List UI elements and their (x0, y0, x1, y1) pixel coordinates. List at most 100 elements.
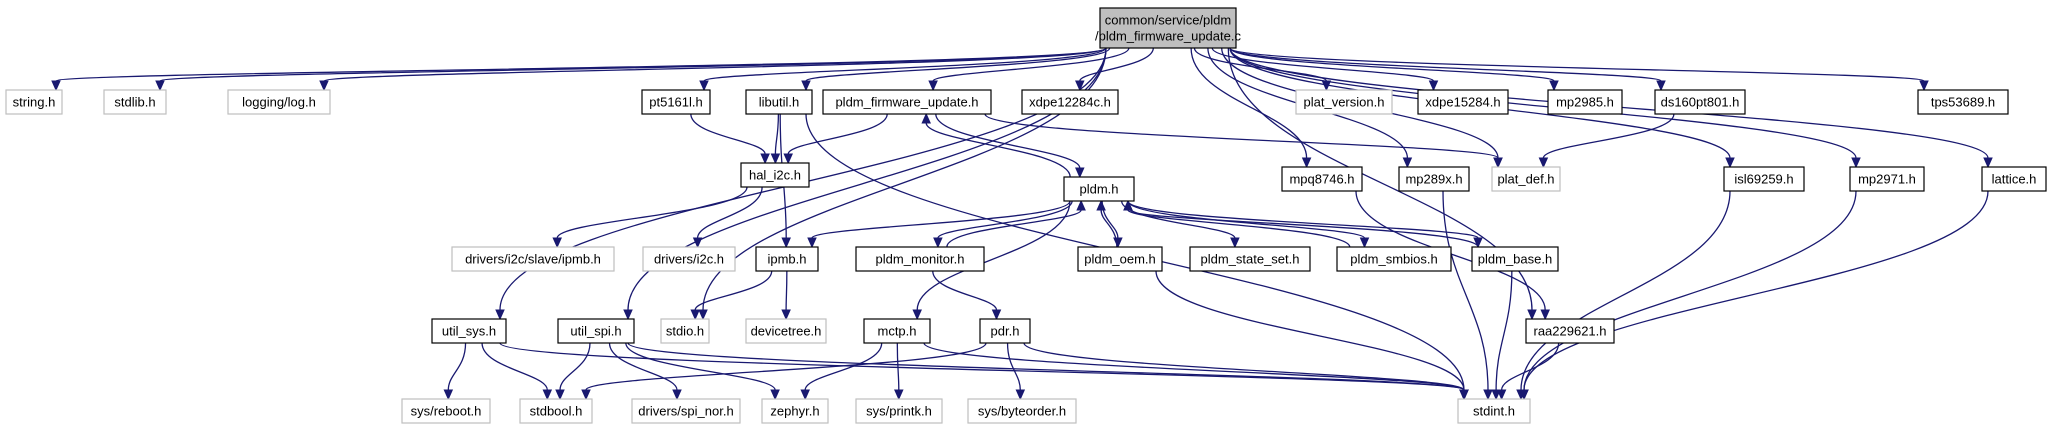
node-box (227, 89, 331, 115)
node-box (761, 398, 829, 424)
node-libutil[interactable]: libutil.h (745, 89, 813, 115)
edge-pfu-to-plat_def (984, 113, 1503, 169)
node-pldm[interactable]: pldm.h (1063, 176, 1135, 202)
node-hal_i2c[interactable]: hal_i2c.h (740, 162, 810, 188)
node-pldm_state_set[interactable]: pldm_state_set.h (1189, 246, 1311, 272)
node-drivers_i2c: drivers/i2c.h (642, 246, 736, 272)
edge-pldm_oem-to-pldm (1096, 199, 1118, 248)
node-pldm_oem[interactable]: pldm_oem.h (1077, 246, 1163, 272)
edge-util_sys-to-sys_reboot (443, 342, 467, 401)
edge-pldm-to-pfu (921, 112, 1071, 178)
node-label: devicetree.h (751, 324, 822, 339)
node-box (631, 398, 741, 424)
node-util_sys[interactable]: util_sys.h (431, 318, 507, 344)
node-label: stdbool.h (530, 404, 583, 419)
node-box (755, 246, 819, 272)
node-spi_nor: drivers/spi_nor.h (631, 398, 741, 424)
node-label: drivers/spi_nor.h (638, 404, 733, 419)
node-ds160pt801[interactable]: ds160pt801.h (1654, 89, 1746, 115)
node-box (1099, 7, 1237, 49)
node-pt5161l[interactable]: pt5161l.h (641, 89, 711, 115)
edge-lattice-to-stdint (1519, 190, 1989, 401)
node-xdpe12284c[interactable]: xdpe12284c.h (1021, 89, 1119, 115)
node-label: sys/reboot.h (411, 404, 482, 419)
node-box (745, 89, 813, 115)
node-label: /pldm_firmware_update.c (1095, 29, 1241, 44)
node-label: drivers/i2c.h (654, 252, 724, 267)
node-box (855, 246, 985, 272)
node-pfu[interactable]: pldm_firmware_update.h (822, 89, 992, 115)
node-pldm_smbios[interactable]: pldm_smbios.h (1336, 246, 1452, 272)
edge-mp289x-to-stdint (1442, 190, 1493, 401)
node-label: plat_version.h (1304, 95, 1385, 110)
node-label: mp2985.h (1556, 95, 1614, 110)
node-label: stdint.h (1473, 404, 1515, 419)
node-label: mp289x.h (1405, 172, 1462, 187)
node-label: xdpe12284c.h (1029, 95, 1111, 110)
node-label: util_sys.h (442, 324, 496, 339)
node-pldm_base[interactable]: pldm_base.h (1471, 246, 1559, 272)
node-box (1981, 166, 2047, 192)
edge-hal_i2c-to-i2c_slave_ipmb (552, 186, 748, 249)
node-box (1281, 166, 1363, 192)
node-label: ds160pt801.h (1661, 95, 1740, 110)
edge-pldm-to-pldm_monitor (933, 200, 1073, 249)
edge-mp2971-to-stdint (1519, 190, 1857, 401)
node-mp2985[interactable]: mp2985.h (1547, 89, 1623, 115)
node-mp289x[interactable]: mp289x.h (1398, 166, 1470, 192)
node-box (557, 318, 635, 344)
node-i2c_slave_ipmb: drivers/i2c/slave/ipmb.h (451, 246, 615, 272)
node-tps53689[interactable]: tps53689.h (1917, 89, 2009, 115)
node-lattice[interactable]: lattice.h (1981, 166, 2047, 192)
edge-root-to-ds160pt801 (1229, 47, 1666, 92)
node-mp2971[interactable]: mp2971.h (1849, 166, 1925, 192)
node-box (1398, 166, 1470, 192)
node-label: isl69259.h (1734, 172, 1793, 187)
edge-root-to-stdlib (155, 47, 1107, 92)
node-box (1063, 176, 1135, 202)
node-box (103, 89, 167, 115)
node-box (740, 162, 810, 188)
node-pdr[interactable]: pdr.h (979, 318, 1031, 344)
node-util_spi[interactable]: util_spi.h (557, 318, 635, 344)
node-label: pdr.h (991, 324, 1020, 339)
node-label: plat_def.h (1497, 172, 1554, 187)
edge-pdr-to-stdint (1023, 342, 1469, 401)
node-box (1525, 318, 1615, 344)
edge-pdr-to-byteorder (1006, 342, 1026, 401)
node-xdpe15284[interactable]: xdpe15284.h (1417, 89, 1509, 115)
node-label: pldm_firmware_update.h (835, 95, 978, 110)
edge-raa229621-to-stdint (1496, 342, 1560, 401)
node-box (1491, 166, 1561, 192)
node-raa229621[interactable]: raa229621.h (1525, 318, 1615, 344)
node-box (519, 398, 593, 424)
node-label: tps53689.h (1931, 95, 1995, 110)
edge-pldm-to-pldm_base (1127, 200, 1483, 249)
edge-root-to-pfu (928, 47, 1130, 92)
edge-root-to-xdpe12284c (1075, 47, 1154, 92)
node-root[interactable]: common/service/pldm/pldm_firmware_update… (1095, 7, 1241, 49)
node-box (451, 246, 615, 272)
node-label: sys/byteorder.h (978, 404, 1066, 419)
node-box (1917, 89, 2009, 115)
node-box (660, 318, 710, 344)
node-pldm_monitor[interactable]: pldm_monitor.h (855, 246, 985, 272)
node-ipmb[interactable]: ipmb.h (755, 246, 819, 272)
node-label: mctp.h (877, 324, 916, 339)
edge-libutil-to-hal_i2c (770, 113, 781, 165)
node-isl69259[interactable]: isl69259.h (1723, 166, 1805, 192)
node-label: mpq8746.h (1289, 172, 1354, 187)
edge-root-to-logging (319, 47, 1107, 92)
node-box (1295, 89, 1393, 115)
node-label: pt5161l.h (649, 95, 703, 110)
edge-root-to-mp2971 (1229, 47, 1861, 169)
edge-pldm-to-pldm_oem (1101, 200, 1123, 249)
edge-root-to-xdpe15284 (1211, 47, 1439, 92)
node-mctp[interactable]: mctp.h (863, 318, 931, 344)
edge-root-to-libutil (801, 47, 1111, 92)
node-label: string.h (13, 95, 56, 110)
node-label: ipmb.h (767, 252, 806, 267)
node-box (745, 318, 827, 344)
node-mpq8746[interactable]: mpq8746.h (1281, 166, 1363, 192)
